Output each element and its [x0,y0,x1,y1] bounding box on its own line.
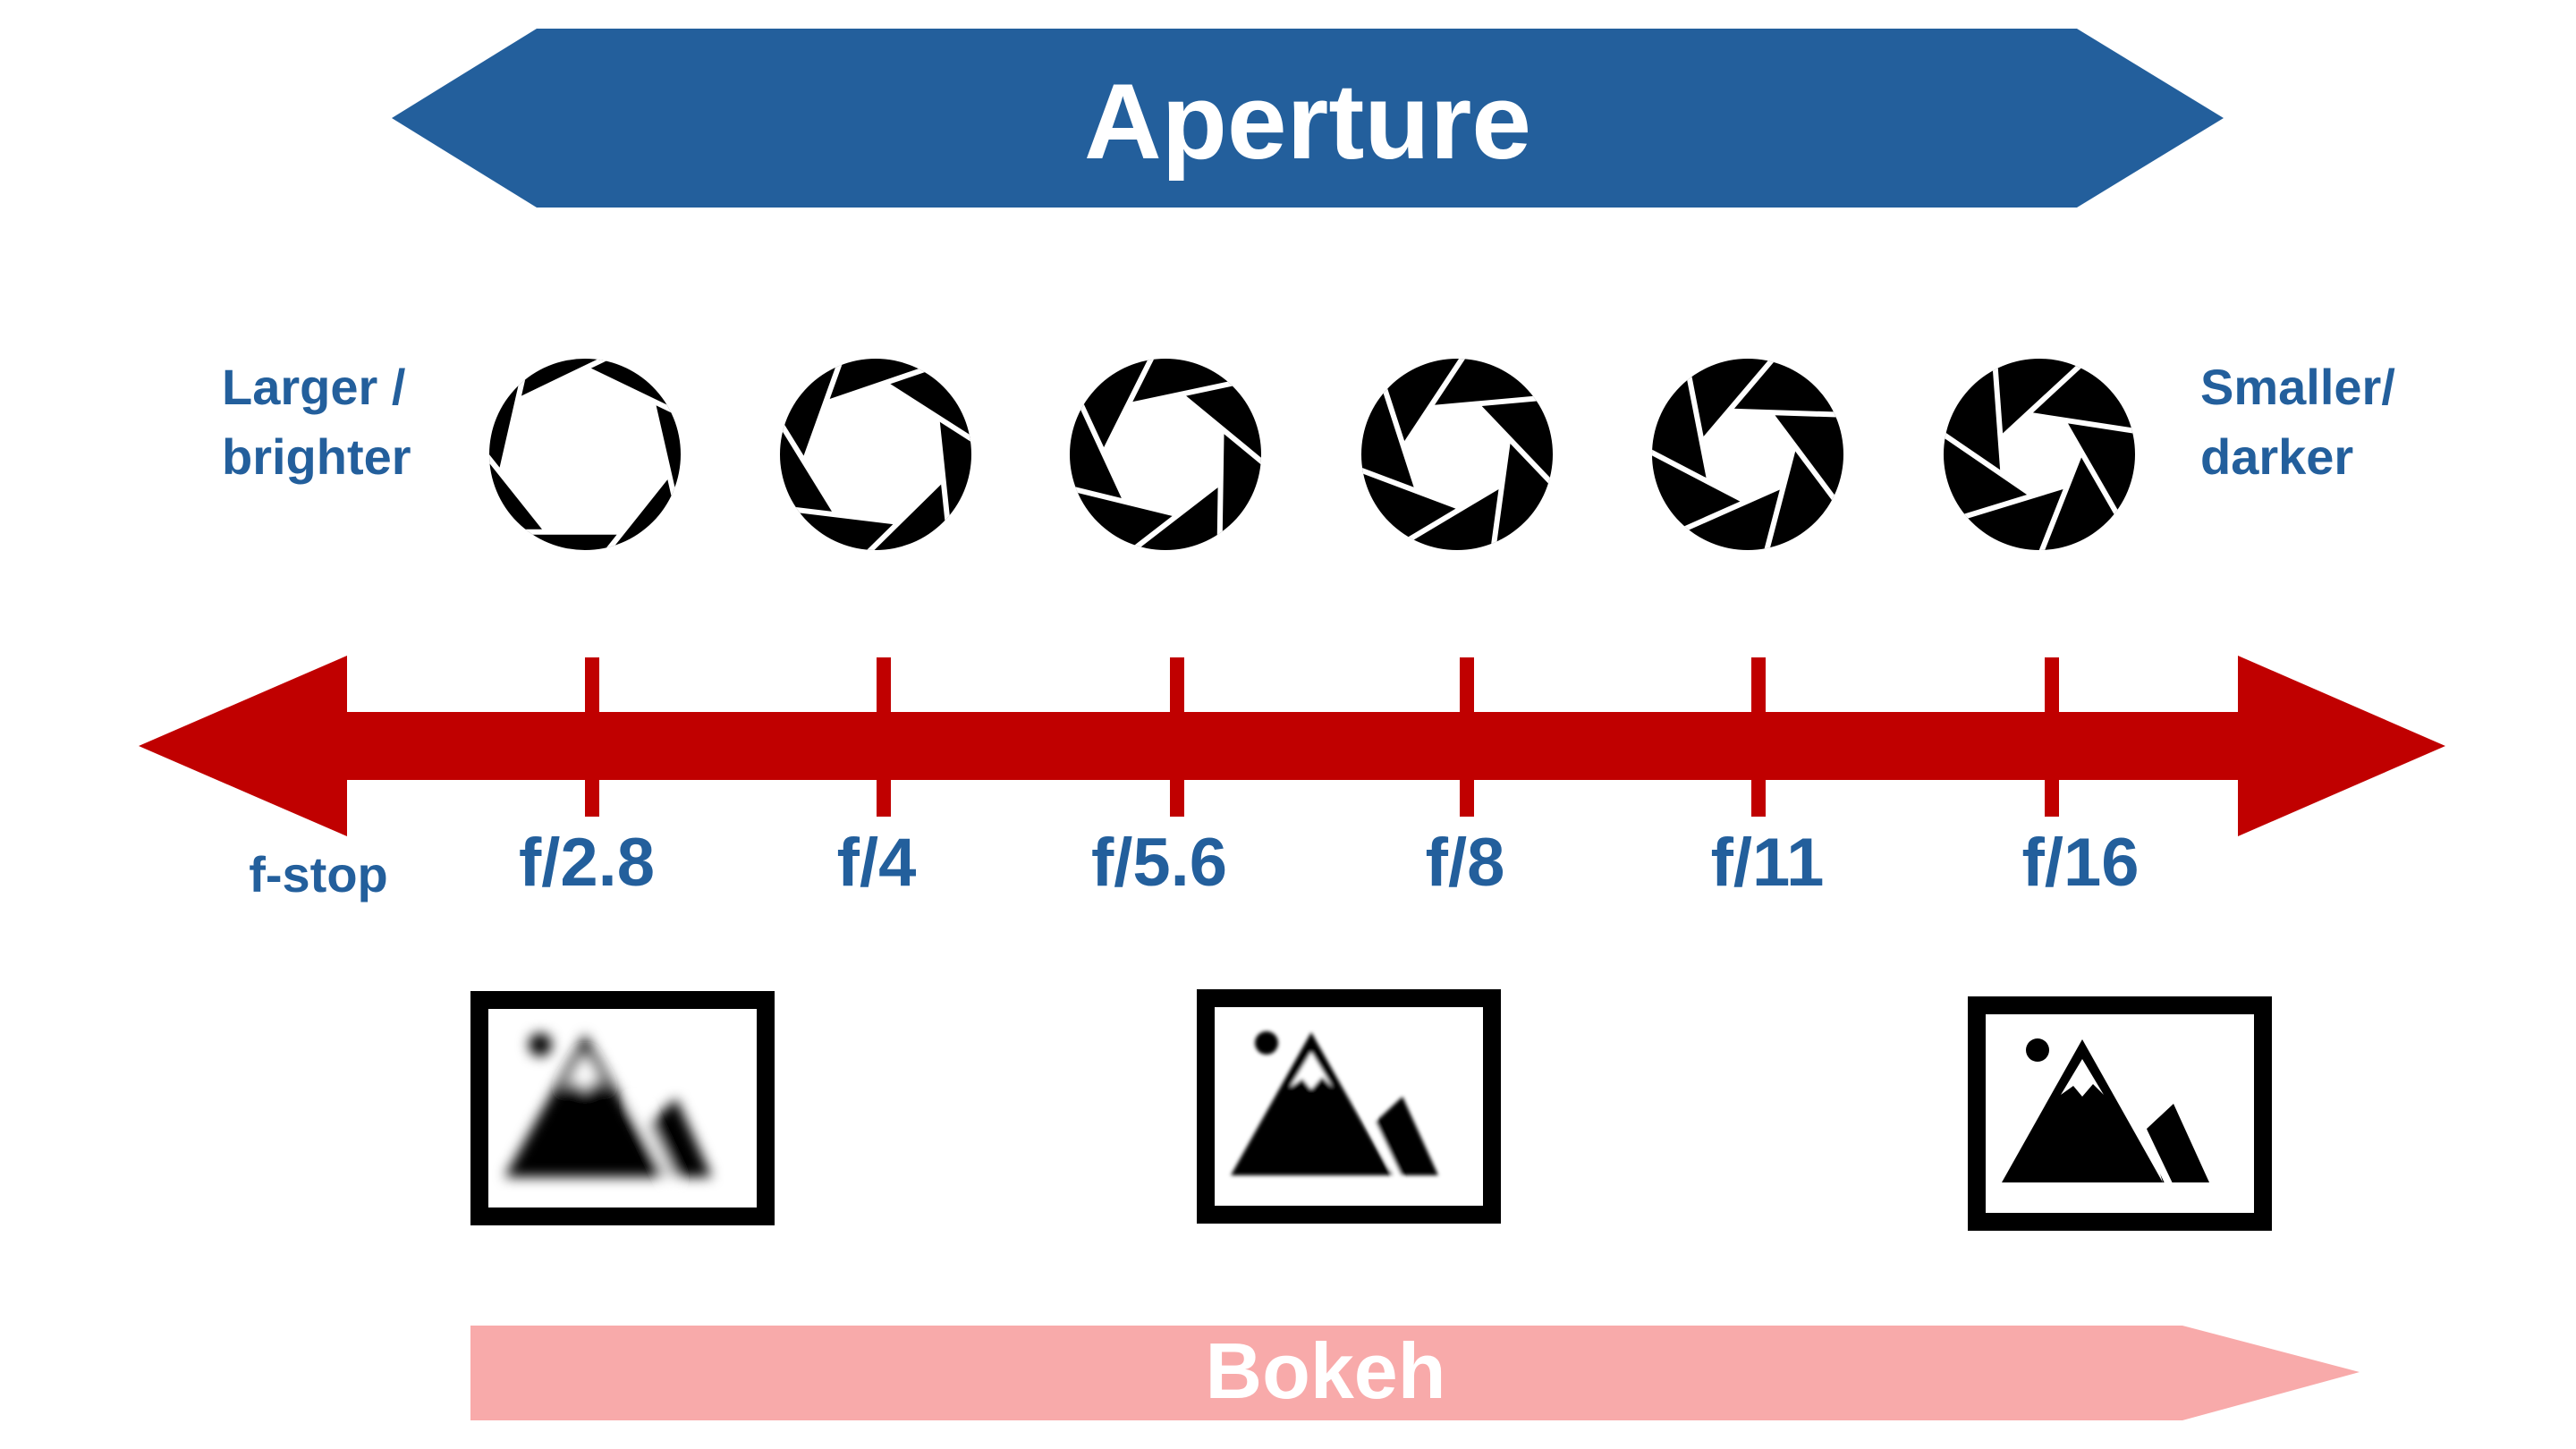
f-stop-label: f/4 [837,825,917,901]
f-stop-label: f/11 [1711,825,1825,901]
right-label-line-1: Smaller/ [2200,359,2395,415]
aperture-icon [780,359,971,550]
aperture-icon [1944,359,2135,550]
picture-icon-very-blurry [470,991,775,1225]
f-stop-labels: f/2.8 f/4 f/5.6 f/8 f/11 f/16 [519,825,2140,901]
picture-icons [470,989,2272,1231]
aperture-icon [489,359,681,550]
f-stop-tick [1751,657,1766,817]
bokeh-text: Bokeh [1206,1326,1446,1415]
left-label: Larger / brighter [222,359,411,485]
f-stop-label: f/5.6 [1091,825,1227,901]
f-stop-tick [877,657,891,817]
f-stop-tick [1170,657,1184,817]
f-stop-axis-label: f-stop [249,846,388,902]
f-stop-label: f/16 [2022,825,2140,901]
right-label-line-2: darker [2200,428,2353,485]
f-stop-label: f/8 [1426,825,1505,901]
picture-icon-slightly-blurry [1197,989,1501,1224]
f-stop-label: f/2.8 [519,825,655,901]
right-label: Smaller/ darker [2200,359,2395,485]
left-label-line-1: Larger / [222,359,406,415]
aperture-icon [1361,359,1553,550]
title-banner [392,29,2224,208]
aperture-icon [1652,359,1843,550]
bokeh-banner [470,1326,2360,1420]
f-stop-tick [2045,657,2059,817]
f-stop-ticks [585,657,2059,817]
aperture-icons [489,359,2135,550]
f-stop-tick [1460,657,1474,817]
title-text: Aperture [1084,62,1531,182]
f-stop-tick [585,657,599,817]
picture-icon-sharp [1968,996,2272,1231]
aperture-icon [1070,359,1261,550]
f-stop-axis-arrow [139,656,2445,836]
left-label-line-2: brighter [222,428,411,485]
